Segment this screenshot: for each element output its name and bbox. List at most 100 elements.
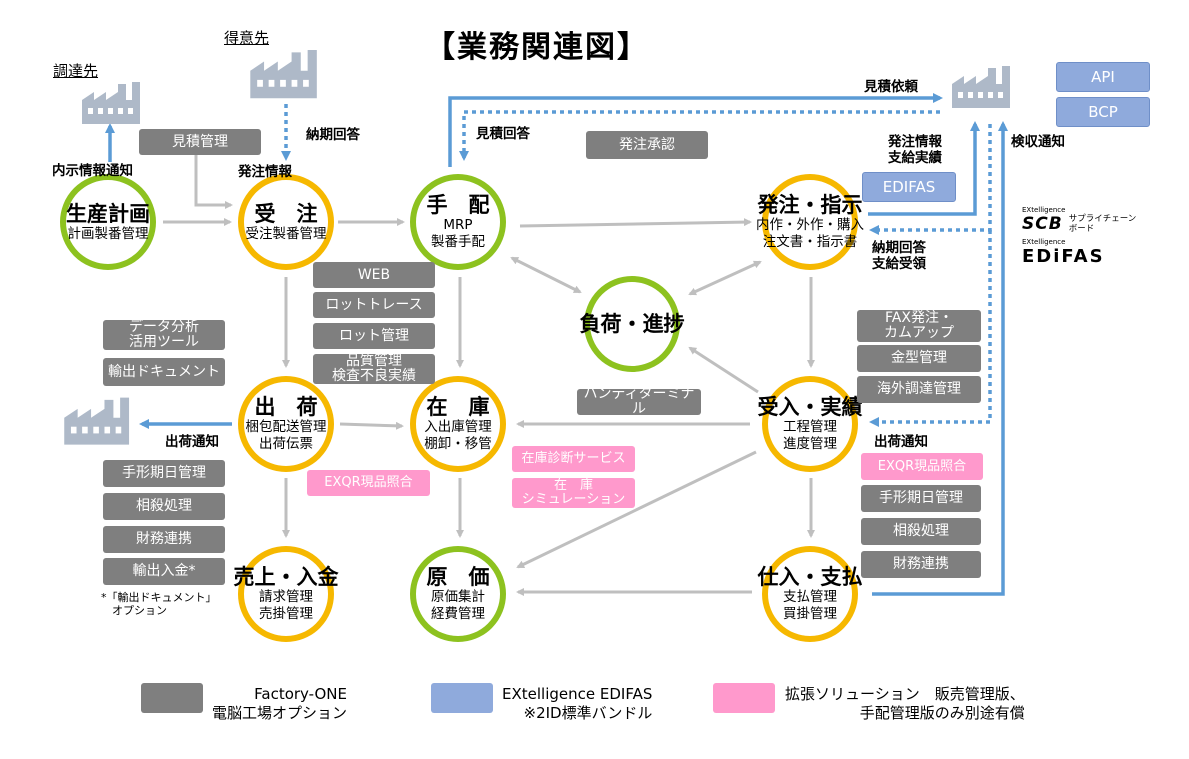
box-yushutsu-nyukin: 輸出入金* <box>103 558 225 585</box>
node-sub: 工程管理 <box>783 419 837 435</box>
label-mitsumori-kaito: 見積回答 <box>476 126 530 142</box>
box-data-bunseki: データ分析 活用ツール <box>103 320 225 350</box>
legend-edifas: EXtelligence EDIFAS ※2ID標準バンドル <box>502 685 653 722</box>
node-sub: 計画製番管理 <box>67 225 149 242</box>
node-ukeire-jisseki: 受入・実績 工程管理 進度管理 <box>758 376 863 472</box>
scb-logo: EXtelligence SCB サプライチェーン ボード <box>1022 206 1136 234</box>
node-sub: MRP <box>443 217 473 233</box>
node-sub: 棚卸・移管 <box>424 436 492 452</box>
box-hinshitsu-kanri: 品質管理 検査不良実績 <box>313 354 435 384</box>
box-exqr-right: EXQR現品照合 <box>861 453 983 480</box>
legend-kakucho: 拡張ソリューション 販売管理版、 手配管理版のみ別途有償 <box>785 685 1025 722</box>
arrow-ukeire-fuka <box>688 346 759 394</box>
node-title: 売上・入金 <box>233 565 339 589</box>
label-kenshu-tsuchi: 検収通知 <box>1011 134 1065 150</box>
arrow-shukka-zaiko <box>339 421 404 430</box>
node-hacchu-shiji: 発注・指示 内作・外作・購入 注文書・指示書 <box>756 174 864 270</box>
box-hacchu-shonin: 発注承認 <box>586 131 708 159</box>
box-tegata-kijitsu-right: 手形期日管理 <box>861 485 981 512</box>
customer-factory-icon <box>250 50 317 99</box>
arrow-fuka-hacchu <box>688 260 762 296</box>
label-hacchu-joho: 発注情報 <box>238 164 292 180</box>
partner-factory-icon <box>952 66 1010 108</box>
node-sub: 受注製番管理 <box>245 225 327 242</box>
node-sub: 注文書・指示書 <box>762 234 858 250</box>
arrow-hacchu-joho <box>868 121 980 216</box>
node-sub: 入出庫管理 <box>424 419 492 435</box>
node-title: 受 注 <box>254 201 318 226</box>
box-sousai-left: 相殺処理 <box>103 493 225 520</box>
node-uriage-nyukin: 売上・入金 請求管理 売掛管理 <box>234 546 339 642</box>
label-shukka-tsuchi-left: 出荷通知 <box>165 434 219 450</box>
arrow-kenshu <box>872 121 1008 596</box>
node-sub: 経費管理 <box>431 606 485 622</box>
label-chotatsusaki: 調達先 <box>53 62 99 80</box>
box-kanagata-kanri: 金型管理 <box>857 345 981 372</box>
box-zaimu-renkei-right: 財務連携 <box>861 551 981 578</box>
node-title: 原 価 <box>426 565 490 589</box>
node-genka: 原 価 原価集計 経費管理 <box>410 546 506 642</box>
node-title: 生産計画 <box>66 201 150 226</box>
node-shukka: 出 荷 梱包配送管理 出荷伝票 <box>238 376 334 472</box>
box-mitsumori-kanri: 見積管理 <box>139 129 261 155</box>
node-seisan-keikaku: 生産計画 計画製番管理 <box>60 174 156 270</box>
label-nouki-kaito-shikyu: 納期回答 支給受領 <box>872 240 926 272</box>
node-title: 手 配 <box>426 193 490 217</box>
brand-edifas: EDiFAS <box>1022 246 1105 267</box>
legend-factory-one: Factory-ONE 電脳工場オプション <box>212 685 348 722</box>
arrow-tehai-fuka <box>510 256 582 294</box>
arrow-mitsumori-irai <box>448 93 943 167</box>
label-mitsumori-irai: 見積依頼 <box>864 79 918 95</box>
arrow-ukeire-genka <box>516 450 757 569</box>
brand-scb-desc: サプライチェーン ボード <box>1068 214 1137 234</box>
legend-swatch-kakucho <box>713 683 775 713</box>
node-sub: 進度管理 <box>783 436 837 452</box>
node-sub: 売掛管理 <box>259 606 313 622</box>
footnote: *「輸出ドキュメント」 オプション <box>101 591 217 617</box>
node-title: 仕入・支払 <box>757 565 863 589</box>
node-sub: 梱包配送管理 <box>245 419 327 435</box>
node-sub: 出荷伝票 <box>259 436 313 452</box>
label-nouki-kaito-top: 納期回答 <box>306 127 360 143</box>
node-title: 発注・指示 <box>757 193 863 217</box>
node-fuka-shinchoku: 負荷・進捗 <box>580 276 685 372</box>
box-web: WEB <box>313 262 435 288</box>
box-edifas: EDIFAS <box>862 172 956 202</box>
arrow-mitsumori-juchu <box>194 154 233 209</box>
brand-small: EXtelligence <box>1022 238 1066 246</box>
node-sub: 内作・外作・購入 <box>756 217 864 233</box>
brand-small: EXtelligence <box>1022 206 1066 214</box>
node-sub: 請求管理 <box>259 589 313 605</box>
legend-swatch-edifas <box>431 683 493 713</box>
node-zaiko: 在 庫 入出庫管理 棚卸・移管 <box>410 376 506 472</box>
label-hacchu-joho-shikyu: 発注情報 支給実績 <box>888 134 942 166</box>
arrow-shukka-tsuchi-r <box>869 230 992 427</box>
box-bcp: BCP <box>1056 97 1150 127</box>
node-title: 出 荷 <box>254 395 318 419</box>
legend-swatch-factory-one <box>141 683 203 713</box>
node-sub: 買掛管理 <box>783 606 837 622</box>
node-juchu: 受 注 受注製番管理 <box>238 174 334 270</box>
arrow-tehai-hacchu <box>519 218 752 228</box>
node-title: 在 庫 <box>426 395 490 419</box>
shipping-factory-icon <box>64 397 130 445</box>
supplier-factory-icon <box>82 82 140 124</box>
label-naiji-tsuchi: 内示情報通知 <box>52 163 133 179</box>
page-title: 【業務関連図】 <box>425 30 649 65</box>
node-title: 負荷・進捗 <box>579 312 685 336</box>
label-tokuisaki: 得意先 <box>224 29 270 47</box>
node-sub: 原価集計 <box>431 589 485 605</box>
box-sousai-right: 相殺処理 <box>861 518 981 545</box>
box-zaiko-shindan: 在庫診断サービス <box>512 446 635 472</box>
edifas-logo: EXtelligence EDiFAS <box>1022 238 1105 267</box>
box-lot-kanri: ロット管理 <box>313 323 435 349</box>
box-handy-terminal: ハンディターミナル <box>577 387 701 417</box>
node-title: 受入・実績 <box>757 395 863 419</box>
node-sub: 支払管理 <box>783 589 837 605</box>
node-sub: 製番手配 <box>431 234 485 250</box>
box-lot-trace: ロットトレース <box>313 292 435 318</box>
box-tegata-kijitsu-left: 手形期日管理 <box>103 460 225 487</box>
brand-scb: SCB <box>1022 214 1063 234</box>
